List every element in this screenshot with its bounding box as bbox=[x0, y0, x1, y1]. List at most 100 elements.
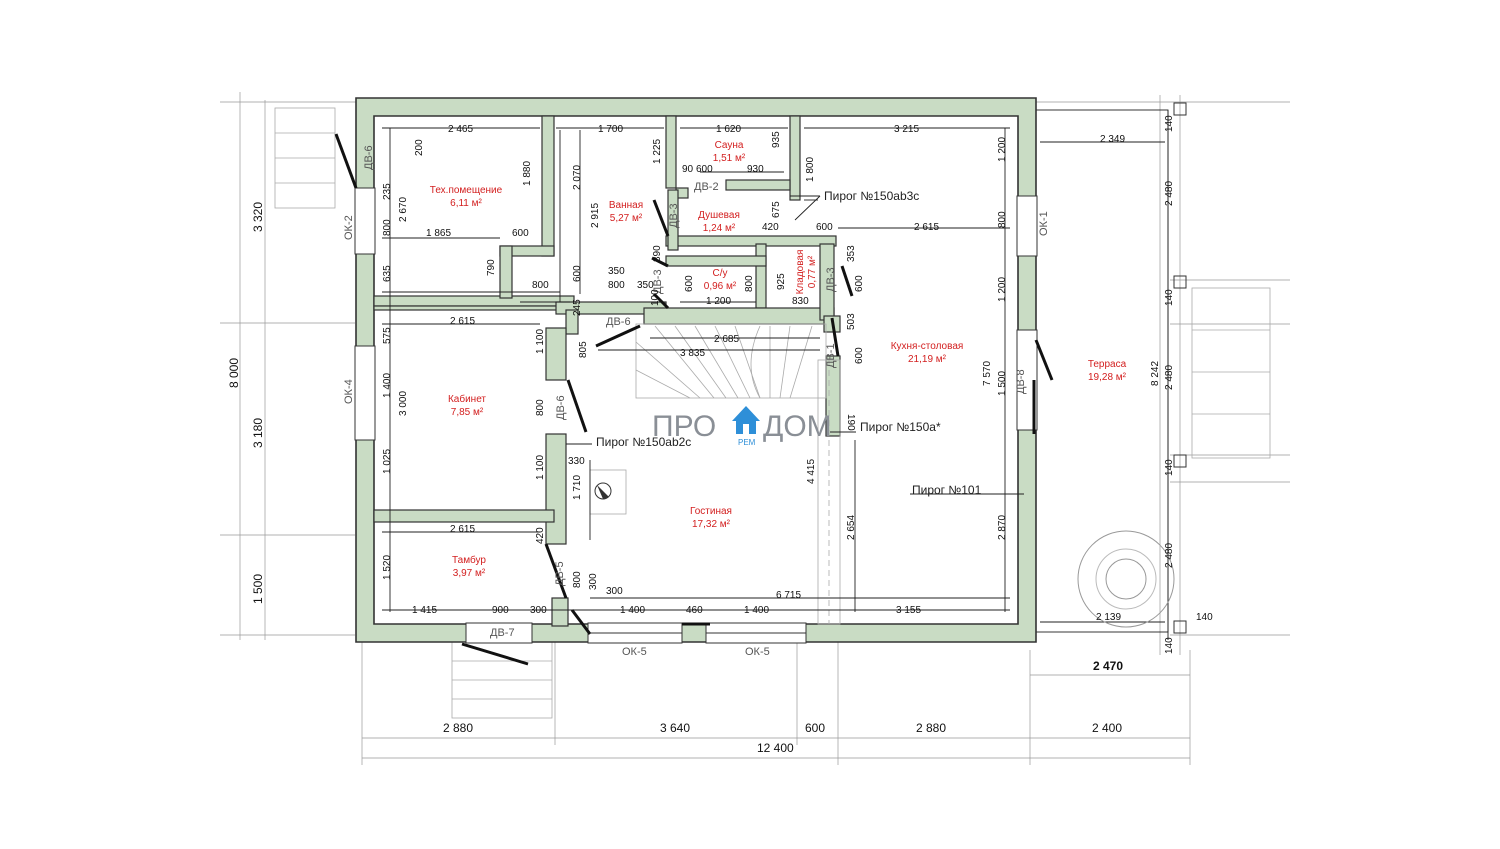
dim-inner: 2 349 bbox=[1100, 134, 1125, 145]
room-name: Кабинет bbox=[448, 393, 486, 405]
room-area: 7,85 м² bbox=[451, 407, 484, 418]
logo-sub: РЕМ bbox=[738, 438, 756, 447]
dim-inner: 830 bbox=[792, 296, 809, 307]
opening-mark: ДВ-3 bbox=[668, 203, 680, 228]
dim-inner: 353 bbox=[846, 245, 857, 262]
opening-mark: ДВ-6 bbox=[363, 145, 375, 170]
dim-inner: 2 685 bbox=[714, 334, 739, 345]
dim-inner: 2 615 bbox=[914, 222, 939, 233]
dim-inner: 90 bbox=[682, 164, 694, 175]
construction-label: Пирог №101 bbox=[912, 483, 982, 497]
room-name: Кухня-столовая bbox=[891, 341, 964, 352]
dim-bottom: 2 880 bbox=[916, 721, 946, 735]
dim-inner: 800 bbox=[382, 219, 393, 236]
room-area: 17,32 м² bbox=[692, 519, 731, 530]
opening-mark: ДВ-5 bbox=[554, 561, 566, 586]
opening-mark: ДВ-2 bbox=[694, 181, 719, 193]
logo-text-right: ДОМ bbox=[763, 410, 832, 443]
opening-mark: ДВ-3 bbox=[652, 269, 664, 294]
dim-inner: 1 400 bbox=[744, 605, 769, 616]
opening-marks: ДВ-6 ДВ-2 ДВ-3 ДВ-3 ДВ-3 ДВ-6 ДВ-1 ДВ-6 … bbox=[343, 145, 1050, 658]
dim-inner: 200 bbox=[414, 139, 425, 156]
inner-dimensions: 2 465 1 700 1 620 3 215 200 935 1 225 90… bbox=[382, 124, 1125, 616]
dim-inner: 460 bbox=[686, 605, 703, 616]
dim-inner: 1 400 bbox=[382, 373, 393, 398]
dim-terrace: 2 470 bbox=[1093, 659, 1123, 673]
opening-mark: ДВ-8 bbox=[1015, 369, 1027, 394]
dim-right: 2 480 bbox=[1164, 365, 1175, 390]
dim-inner: 900 bbox=[492, 605, 509, 616]
dim-inner: 1 025 bbox=[382, 449, 393, 474]
room-area: 1,51 м² bbox=[713, 153, 746, 164]
dim-inner: 800 bbox=[744, 275, 755, 292]
dim-right: 140 bbox=[1164, 637, 1175, 654]
dim-right: 2 480 bbox=[1164, 543, 1175, 568]
dim-inner: 2 465 bbox=[448, 124, 473, 135]
dim-inner: 800 bbox=[608, 280, 625, 291]
room-labels: Тех.помещение 6,11 м² Ванная 5,27 м² Сау… bbox=[430, 140, 1127, 579]
dim-inner: 100 bbox=[650, 289, 661, 306]
dim-inner: 3 215 bbox=[894, 124, 919, 135]
terrace bbox=[1035, 102, 1187, 640]
dim-inner: 1 415 bbox=[412, 605, 437, 616]
dim-inner: 2 670 bbox=[398, 197, 409, 222]
fireplace bbox=[589, 469, 627, 515]
outer-dimensions: 2 880 3 640 600 2 880 2 400 12 400 2 470… bbox=[227, 115, 1213, 755]
construction-label: Пирог №150a* bbox=[860, 420, 941, 434]
room-name: Кладовая bbox=[795, 250, 806, 295]
room-area: 19,28 м² bbox=[1088, 372, 1127, 383]
dim-inner: 1 200 bbox=[997, 137, 1008, 162]
dim-inner: 1 865 bbox=[426, 228, 451, 239]
opening-mark: ДВ-3 bbox=[825, 267, 837, 292]
opening-mark: ОК-4 bbox=[343, 379, 355, 404]
dim-inner: 1 520 bbox=[382, 555, 393, 580]
room-name: Ванная bbox=[609, 200, 643, 211]
dim-inner: 930 bbox=[747, 164, 764, 175]
room-area: 5,27 м² bbox=[610, 213, 643, 224]
dim-inner: 800 bbox=[532, 280, 549, 291]
room-area: 3,97 м² bbox=[453, 568, 486, 579]
room-area: 0,77 м² bbox=[807, 255, 818, 288]
dim-inner: 1 400 bbox=[620, 605, 645, 616]
dim-inner: 635 bbox=[382, 265, 393, 282]
dim-inner: 600 bbox=[512, 228, 529, 239]
dim-inner: 2 915 bbox=[590, 203, 601, 228]
dim-right: 2 480 bbox=[1164, 181, 1175, 206]
dim-inner: 390 bbox=[652, 245, 663, 262]
dim-inner: 1 200 bbox=[706, 296, 731, 307]
opening-mark: ОК-5 bbox=[745, 646, 770, 658]
dim-inner: 300 bbox=[588, 573, 599, 590]
dim-bottom: 600 bbox=[805, 721, 825, 735]
dim-inner: 2 615 bbox=[450, 316, 475, 327]
dim-inner: 190 bbox=[845, 414, 856, 431]
room-name: Сауна bbox=[715, 140, 744, 151]
dim-inner: 7 570 bbox=[982, 361, 993, 386]
entry-stairs bbox=[274, 107, 1271, 719]
dim-inner: 600 bbox=[696, 164, 713, 175]
dim-inner: 600 bbox=[854, 347, 865, 364]
construction-label: Пирог №150ab2c bbox=[596, 435, 691, 449]
dim-inner: 1 200 bbox=[997, 277, 1008, 302]
dim-inner: 300 bbox=[606, 586, 623, 597]
dim-inner: 600 bbox=[572, 265, 583, 282]
outer-walls bbox=[354, 97, 1038, 644]
dim-inner: 2 070 bbox=[572, 165, 583, 190]
inner-walls bbox=[373, 115, 841, 627]
dim-inner: 575 bbox=[382, 327, 393, 344]
dim-right: 140 bbox=[1164, 459, 1175, 476]
opening-mark: ДВ-6 bbox=[555, 395, 567, 420]
grid-lines bbox=[220, 92, 1290, 765]
dim-bottom: 2 400 bbox=[1092, 721, 1122, 735]
room-area: 0,96 м² bbox=[704, 281, 737, 292]
dim-inner: 1 700 bbox=[598, 124, 623, 135]
dim-inner: 420 bbox=[762, 222, 779, 233]
dim-inner: 790 bbox=[486, 259, 497, 276]
opening-mark: ОК-1 bbox=[1038, 211, 1050, 236]
dim-left: 3 320 bbox=[251, 202, 265, 232]
dim-inner: 3 835 bbox=[680, 348, 705, 359]
dim-inner: 925 bbox=[776, 273, 787, 290]
room-area: 6,11 м² bbox=[450, 198, 482, 209]
dim-inner: 235 bbox=[382, 183, 393, 200]
dim-right: 140 bbox=[1164, 115, 1175, 132]
dim-inner: 300 bbox=[530, 605, 547, 616]
